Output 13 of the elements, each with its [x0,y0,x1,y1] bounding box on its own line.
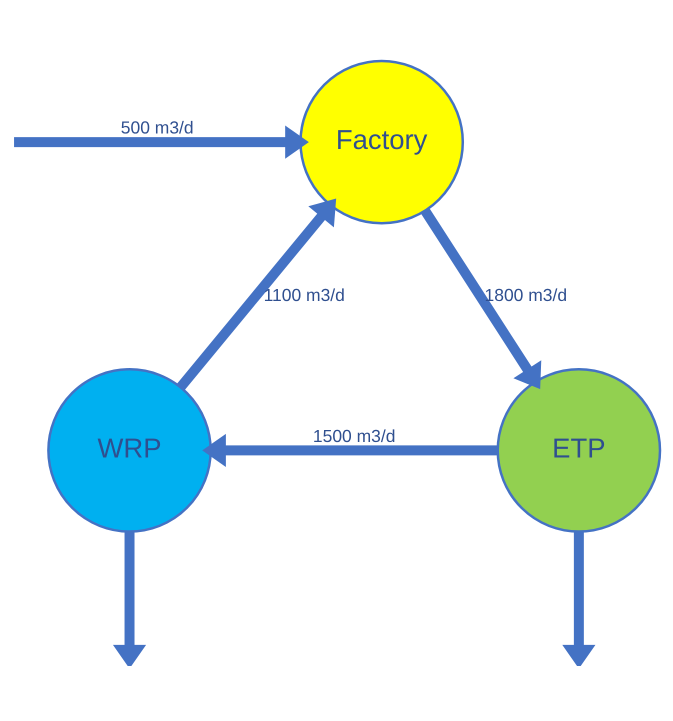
arrow [14,125,309,158]
arrow [202,433,498,466]
arrow [112,531,146,666]
edge-label: 500 m3/d [120,117,194,138]
node-circle: WRP [47,368,212,532]
arrow [420,208,542,389]
edge-label: 1500 m3/d [312,425,396,446]
edge-label: 1800 m3/d [484,284,568,304]
node-circle: ETP [496,368,662,532]
arrow [562,531,596,666]
arrow [177,198,336,390]
edge-label: 1100 m3/d [264,284,345,304]
node-circle: Factory [299,59,464,224]
